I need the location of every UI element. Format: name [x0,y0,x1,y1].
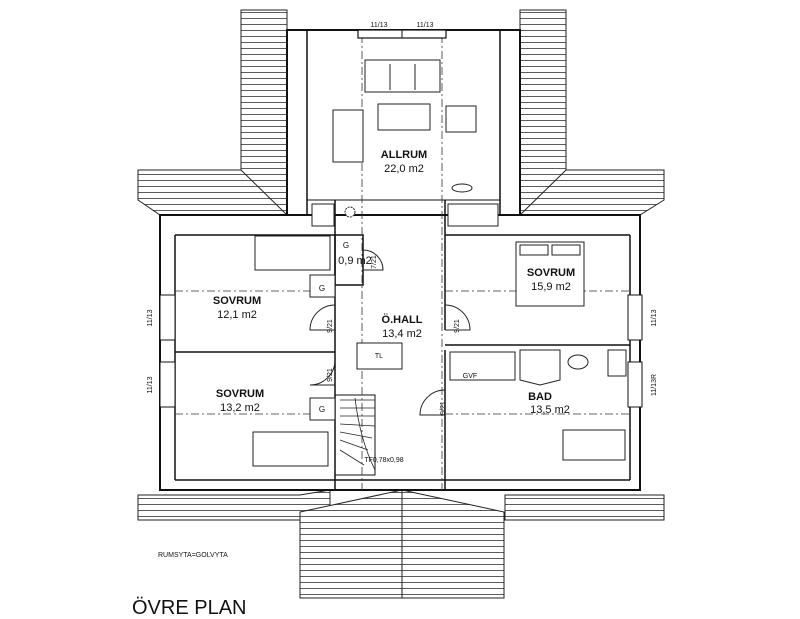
bed-left-bottom [252,431,329,467]
roof-right-lower [504,494,665,521]
coffee-table [377,103,431,131]
door-label-sovrum-left-bottom: 9/21 [327,368,334,382]
door-label-wc: 7/21 [371,255,378,269]
bad-name: BAD [528,391,552,403]
tl-label: TL [375,353,383,360]
allrum-name: ALLRUM [381,149,427,161]
window-label-right-upper: 11/13 [651,309,658,326]
bathtub [562,429,626,461]
sovrum-left-bottom-name: SOVRUM [216,388,264,400]
bad-area: 13,5 m2 [530,404,570,416]
top-windows [357,29,447,39]
wc-area: 0,9 m2 [338,255,372,267]
gvf-label: GVF [463,373,477,380]
armchair-left [332,109,364,163]
door-label-sovrum-right: 9/21 [454,319,461,333]
walls [159,29,641,491]
allrum-area: 22,0 m2 [384,163,424,175]
toilet [607,349,627,377]
side-windows [159,294,643,408]
window-label-right-lower: 11/13R [651,374,658,396]
floor-lamp [451,183,473,193]
door-label-sovrum-left-top: 9/21 [327,319,334,333]
wardrobe-label-wc: G [343,241,349,250]
door-swings [309,249,471,416]
armchair-right [445,105,477,133]
plan-title: ÖVRE PLAN [132,597,246,619]
area-note: RUMSYTA=GOLVYTA [158,552,228,559]
stair-hatch-label: TF0,78x0,98 [364,457,403,464]
furniture [252,59,627,467]
staircase [339,397,376,471]
washer [449,351,516,381]
wardrobe-label-top: G [319,284,325,293]
wardrobe-label-bottom: G [319,405,325,414]
sovrum-right-area: 15,9 m2 [531,281,571,293]
roof-dormers [137,9,665,599]
sovrum-right-name: SOVRUM [527,267,575,279]
sovrum-left-top-name: SOVRUM [213,295,261,307]
sovrum-left-top-area: 12,1 m2 [217,309,257,321]
door-label-bad: 9/21 [440,401,447,415]
bed-left-top [254,235,331,271]
sofa [364,59,441,93]
hall-area: 13,4 m2 [382,328,422,340]
window-label-top-right: 11/13 [417,22,434,29]
window-label-left-lower: 11/13 [147,376,154,393]
window-label-top-left: 11/13 [371,22,388,29]
hall-name: Ö.HALL [382,313,423,326]
sovrum-left-bottom-area: 13,2 m2 [220,402,260,414]
window-label-left-upper: 11/13 [147,309,154,326]
plant-icon [344,206,356,218]
